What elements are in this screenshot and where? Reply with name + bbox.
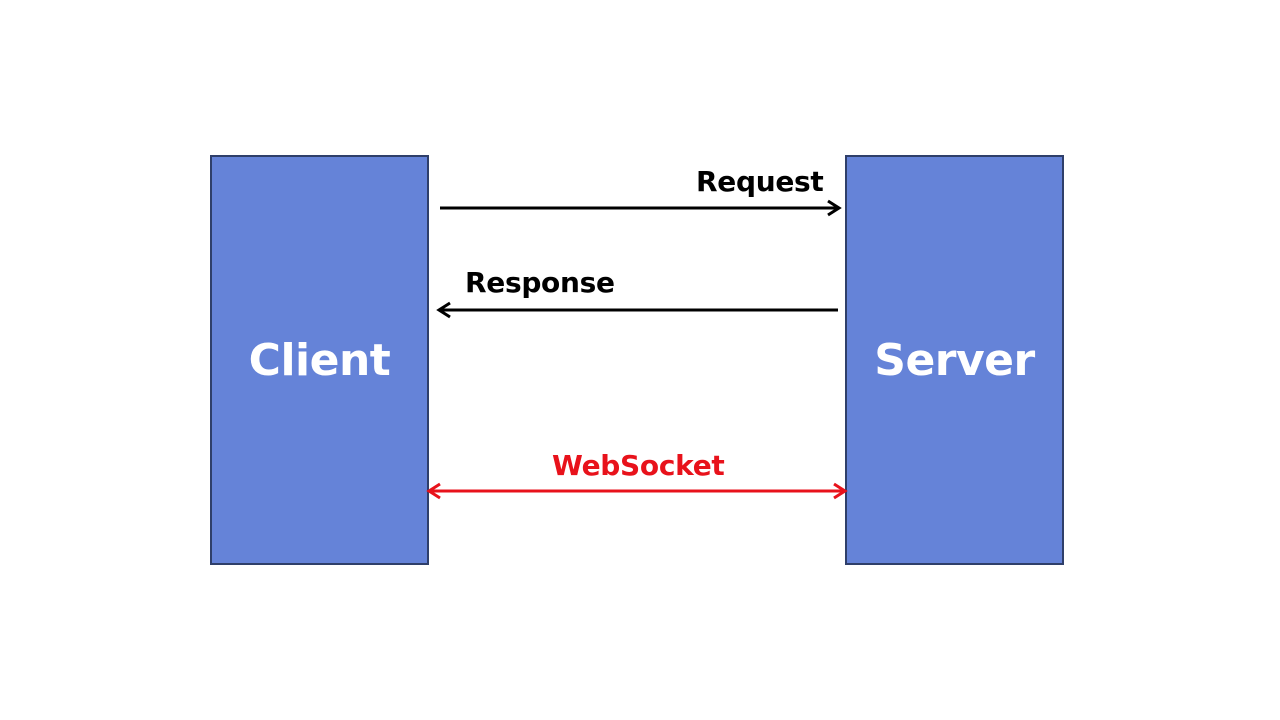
response-label: Response	[465, 266, 615, 299]
request-label: Request	[696, 165, 824, 198]
client-label: Client	[248, 334, 391, 386]
server-box: Server	[845, 155, 1064, 565]
request-arrow	[440, 199, 842, 217]
websocket-arrow	[426, 482, 848, 500]
client-box: Client	[210, 155, 429, 565]
websocket-label: WebSocket	[552, 449, 725, 482]
server-label: Server	[874, 334, 1035, 386]
response-arrow	[436, 301, 838, 319]
